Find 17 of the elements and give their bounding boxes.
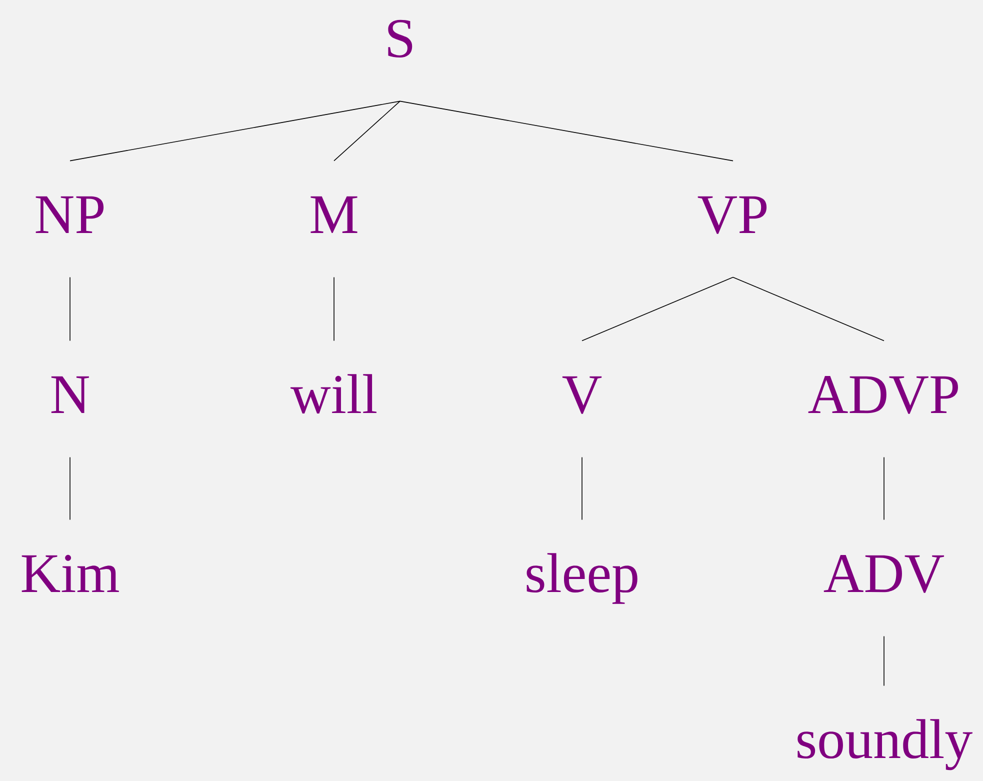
tree-label: VP bbox=[698, 196, 767, 234]
tree-label: S bbox=[388, 20, 412, 58]
branch-line bbox=[334, 100, 400, 162]
tree-label: NP bbox=[36, 196, 104, 233]
tree-label: ADVP bbox=[808, 376, 958, 414]
tree-label: sleep bbox=[526, 553, 638, 604]
tree-label: M bbox=[310, 196, 358, 233]
tree-label: Kim bbox=[22, 554, 119, 592]
branch-line bbox=[400, 100, 734, 162]
tree-label: ADV bbox=[824, 555, 944, 593]
tree-label: N bbox=[51, 376, 89, 413]
tree-label: will bbox=[290, 374, 376, 414]
tree-label: soundly bbox=[798, 719, 972, 770]
tree-label: V bbox=[562, 376, 602, 414]
branch-line bbox=[70, 100, 400, 162]
branch-line bbox=[582, 276, 734, 342]
branch-line bbox=[732, 276, 884, 342]
